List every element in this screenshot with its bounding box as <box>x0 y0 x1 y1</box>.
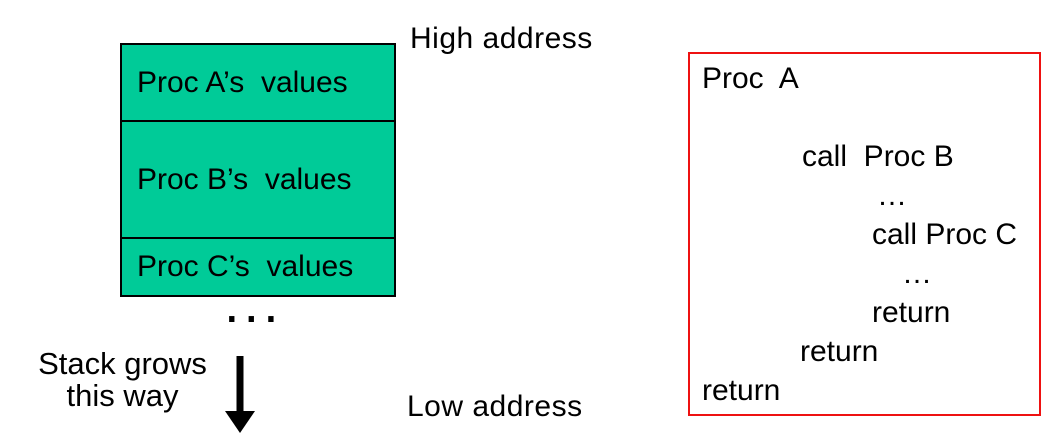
stack-ellipsis: ... <box>224 271 283 334</box>
code-line-call-proc-b: call Proc B <box>802 140 954 173</box>
stack-frame-proc-a-label: Proc A’s values <box>137 65 348 99</box>
proc-call-code-box: Proc A call Proc B … call Proc C … retur… <box>688 52 1041 416</box>
stack-grows-caption-line1: Stack grows <box>38 346 207 381</box>
stack-frame-proc-b-label: Proc B’s values <box>137 162 352 196</box>
code-line-return-b: return <box>800 335 879 368</box>
low-address-label: Low address <box>407 390 583 423</box>
stack-grows-caption-line2: this way <box>66 378 179 413</box>
code-line-ellipsis-2: … <box>902 257 932 290</box>
stack-frame-proc-c: Proc C’s values <box>122 239 394 295</box>
stack-frame-proc-b: Proc B’s values <box>122 122 394 237</box>
stack-grows-caption: Stack grows this way <box>20 348 225 412</box>
stack-frame-proc-a: Proc A’s values <box>122 45 394 120</box>
code-line-proc-a: Proc A <box>702 62 799 95</box>
code-line-return-c: return <box>872 296 951 329</box>
frame-divider <box>122 237 394 239</box>
stack-frames-box: Proc A’s values Proc B’s values Proc C’s… <box>120 43 396 297</box>
code-line-return-a: return <box>702 374 781 407</box>
code-line-call-proc-c: call Proc C <box>872 218 1018 251</box>
down-arrow-icon <box>225 356 255 433</box>
stack-frame-proc-c-label: Proc C’s values <box>137 250 354 283</box>
frame-divider <box>122 120 394 122</box>
code-line-blank <box>702 98 1039 137</box>
code-line-ellipsis-1: … <box>877 179 907 212</box>
high-address-label: High address <box>410 22 593 55</box>
